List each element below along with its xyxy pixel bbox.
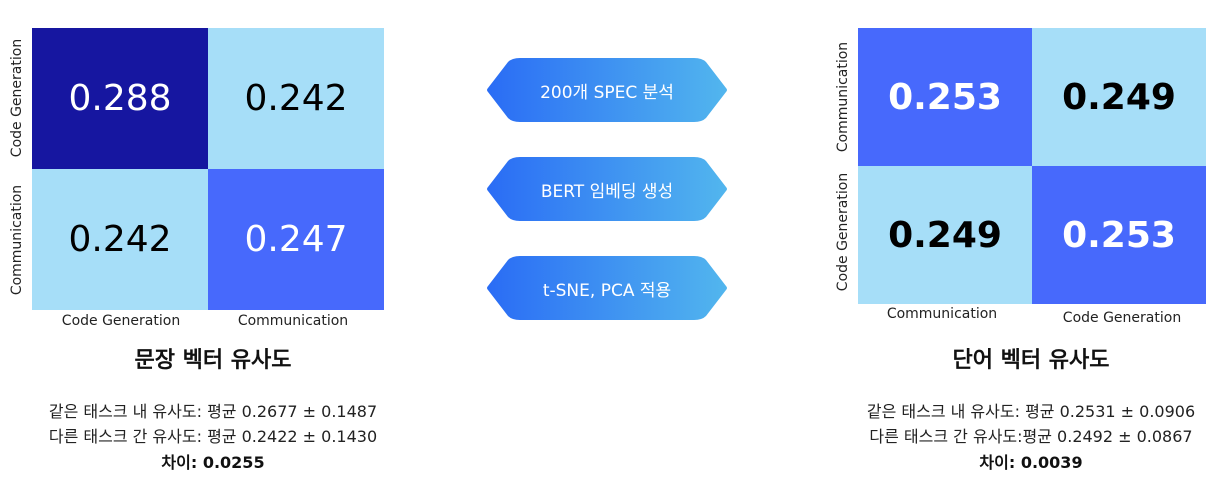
heatmap-cell: 0.242 (32, 169, 208, 310)
y-axis-label: Communication (835, 41, 851, 153)
heatmap-cell: 0.249 (858, 166, 1032, 304)
heatmap-cell: 0.253 (858, 28, 1032, 166)
x-axis-label: Communication (886, 306, 998, 322)
y-axis-label: Communication (9, 184, 25, 296)
step-hexagon-shape (487, 256, 727, 320)
chart-title: 단어 벡터 유사도 (952, 348, 1110, 373)
between-task-stat: 다른 태스크 간 유사도:평균 0.2492 ± 0.0867 (869, 427, 1193, 446)
heatmap-cell: 0.249 (1032, 28, 1206, 166)
sentence-similarity-heatmap: 0.288 0.242 0.242 0.247 (32, 28, 384, 310)
difference-stat: 차이: 0.0255 (161, 453, 265, 472)
process-step-2: BERT 임베딩 생성 (486, 157, 728, 221)
within-task-stat: 같은 태스크 내 유사도: 평균 0.2677 ± 0.1487 (48, 402, 378, 421)
heatmap-cell: 0.247 (208, 169, 384, 310)
word-similarity-heatmap: 0.253 0.249 0.249 0.253 (858, 28, 1206, 304)
step-hexagon-shape (487, 58, 727, 122)
step-label: 200개 SPEC 분석 (540, 82, 674, 103)
y-axis-label: Code Generation (9, 38, 25, 158)
process-step-3: t-SNE, PCA 적용 (486, 256, 728, 320)
heatmap-cell: 0.242 (208, 28, 384, 169)
step-label: t-SNE, PCA 적용 (542, 280, 672, 301)
y-axis-label: Code Generation (835, 172, 851, 292)
heatmap-cell: 0.253 (1032, 166, 1206, 304)
x-axis-label: Code Generation (1062, 310, 1182, 326)
difference-stat: 차이: 0.0039 (979, 453, 1083, 472)
step-label: BERT 임베딩 생성 (540, 181, 674, 202)
heatmap-cell: 0.288 (32, 28, 208, 169)
step-hexagon-shape (487, 157, 727, 221)
between-task-stat: 다른 태스크 간 유사도: 평균 0.2422 ± 0.1430 (48, 427, 378, 446)
within-task-stat: 같은 태스크 내 유사도: 평균 0.2531 ± 0.0906 (866, 402, 1196, 421)
chart-title: 문장 벡터 유사도 (134, 348, 292, 373)
x-axis-label: Communication (237, 313, 349, 329)
process-step-1: 200개 SPEC 분석 (486, 58, 728, 122)
x-axis-label: Code Generation (61, 313, 181, 329)
